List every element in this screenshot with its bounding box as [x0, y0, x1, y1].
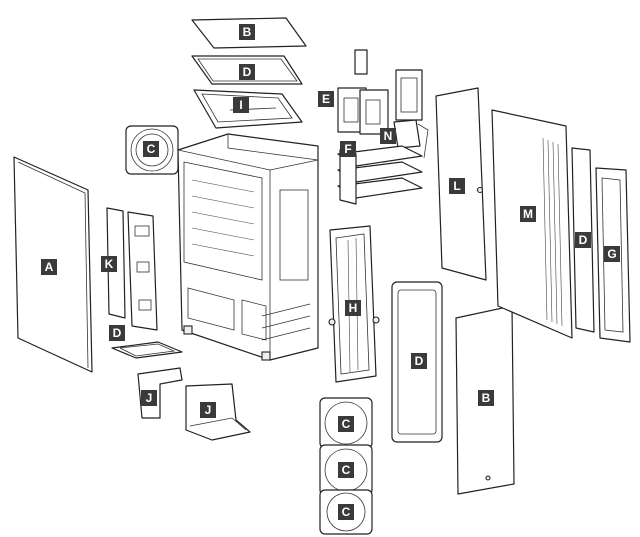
label-K-text: K	[105, 257, 114, 271]
label-J-right-text: J	[205, 403, 212, 417]
label-J-right: J	[200, 402, 216, 418]
label-E: E	[318, 91, 334, 107]
label-F: F	[340, 141, 356, 157]
side-panel-vented-M	[491, 109, 573, 339]
hdd-trays-F	[337, 145, 423, 205]
label-A-text: A	[45, 260, 54, 274]
label-I: I	[233, 97, 249, 113]
label-J-left: J	[141, 390, 157, 406]
main-chassis	[177, 133, 319, 361]
label-L-text: L	[453, 179, 460, 193]
label-A: A	[41, 259, 57, 275]
bracket-right-J	[185, 383, 251, 441]
dust-filter-small-D	[111, 341, 183, 359]
label-B-top-text: B	[243, 25, 252, 39]
label-C-fan-3-text: C	[342, 505, 351, 519]
label-N: N	[380, 128, 396, 144]
label-G: G	[604, 246, 620, 262]
label-C-top: C	[143, 141, 159, 157]
label-L: L	[449, 178, 465, 194]
label-D-top: D	[239, 64, 255, 80]
label-C-top-text: C	[147, 142, 156, 156]
drive-cage-E	[337, 49, 389, 135]
label-E-text: E	[322, 92, 330, 106]
label-D-bottom: D	[411, 353, 427, 369]
label-J-left-text: J	[146, 391, 153, 405]
label-D-side-text: D	[579, 233, 588, 247]
label-D-bottom-text: D	[415, 354, 424, 368]
label-C-fan-2: C	[338, 462, 354, 478]
label-D-small: D	[109, 325, 125, 341]
label-C-fan-1: C	[338, 416, 354, 432]
label-B-glass-text: B	[482, 391, 491, 405]
bracket-N	[393, 69, 429, 159]
label-B-glass: B	[478, 390, 494, 406]
label-D-small-text: D	[113, 326, 122, 340]
label-B-top: B	[239, 24, 255, 40]
label-M-text: M	[523, 207, 533, 221]
label-K: K	[101, 256, 117, 272]
label-M: M	[520, 206, 536, 222]
label-H-text: H	[349, 301, 358, 315]
label-D-side: D	[575, 232, 591, 248]
label-C-fan-2-text: C	[342, 463, 351, 477]
label-I-text: I	[239, 98, 242, 112]
label-C-fan-1-text: C	[342, 417, 351, 431]
label-G-text: G	[607, 247, 616, 261]
label-C-fan-3: C	[338, 504, 354, 520]
label-N-text: N	[384, 129, 393, 143]
label-H: H	[345, 300, 361, 316]
label-F-text: F	[344, 142, 351, 156]
label-D-top-text: D	[243, 65, 252, 79]
